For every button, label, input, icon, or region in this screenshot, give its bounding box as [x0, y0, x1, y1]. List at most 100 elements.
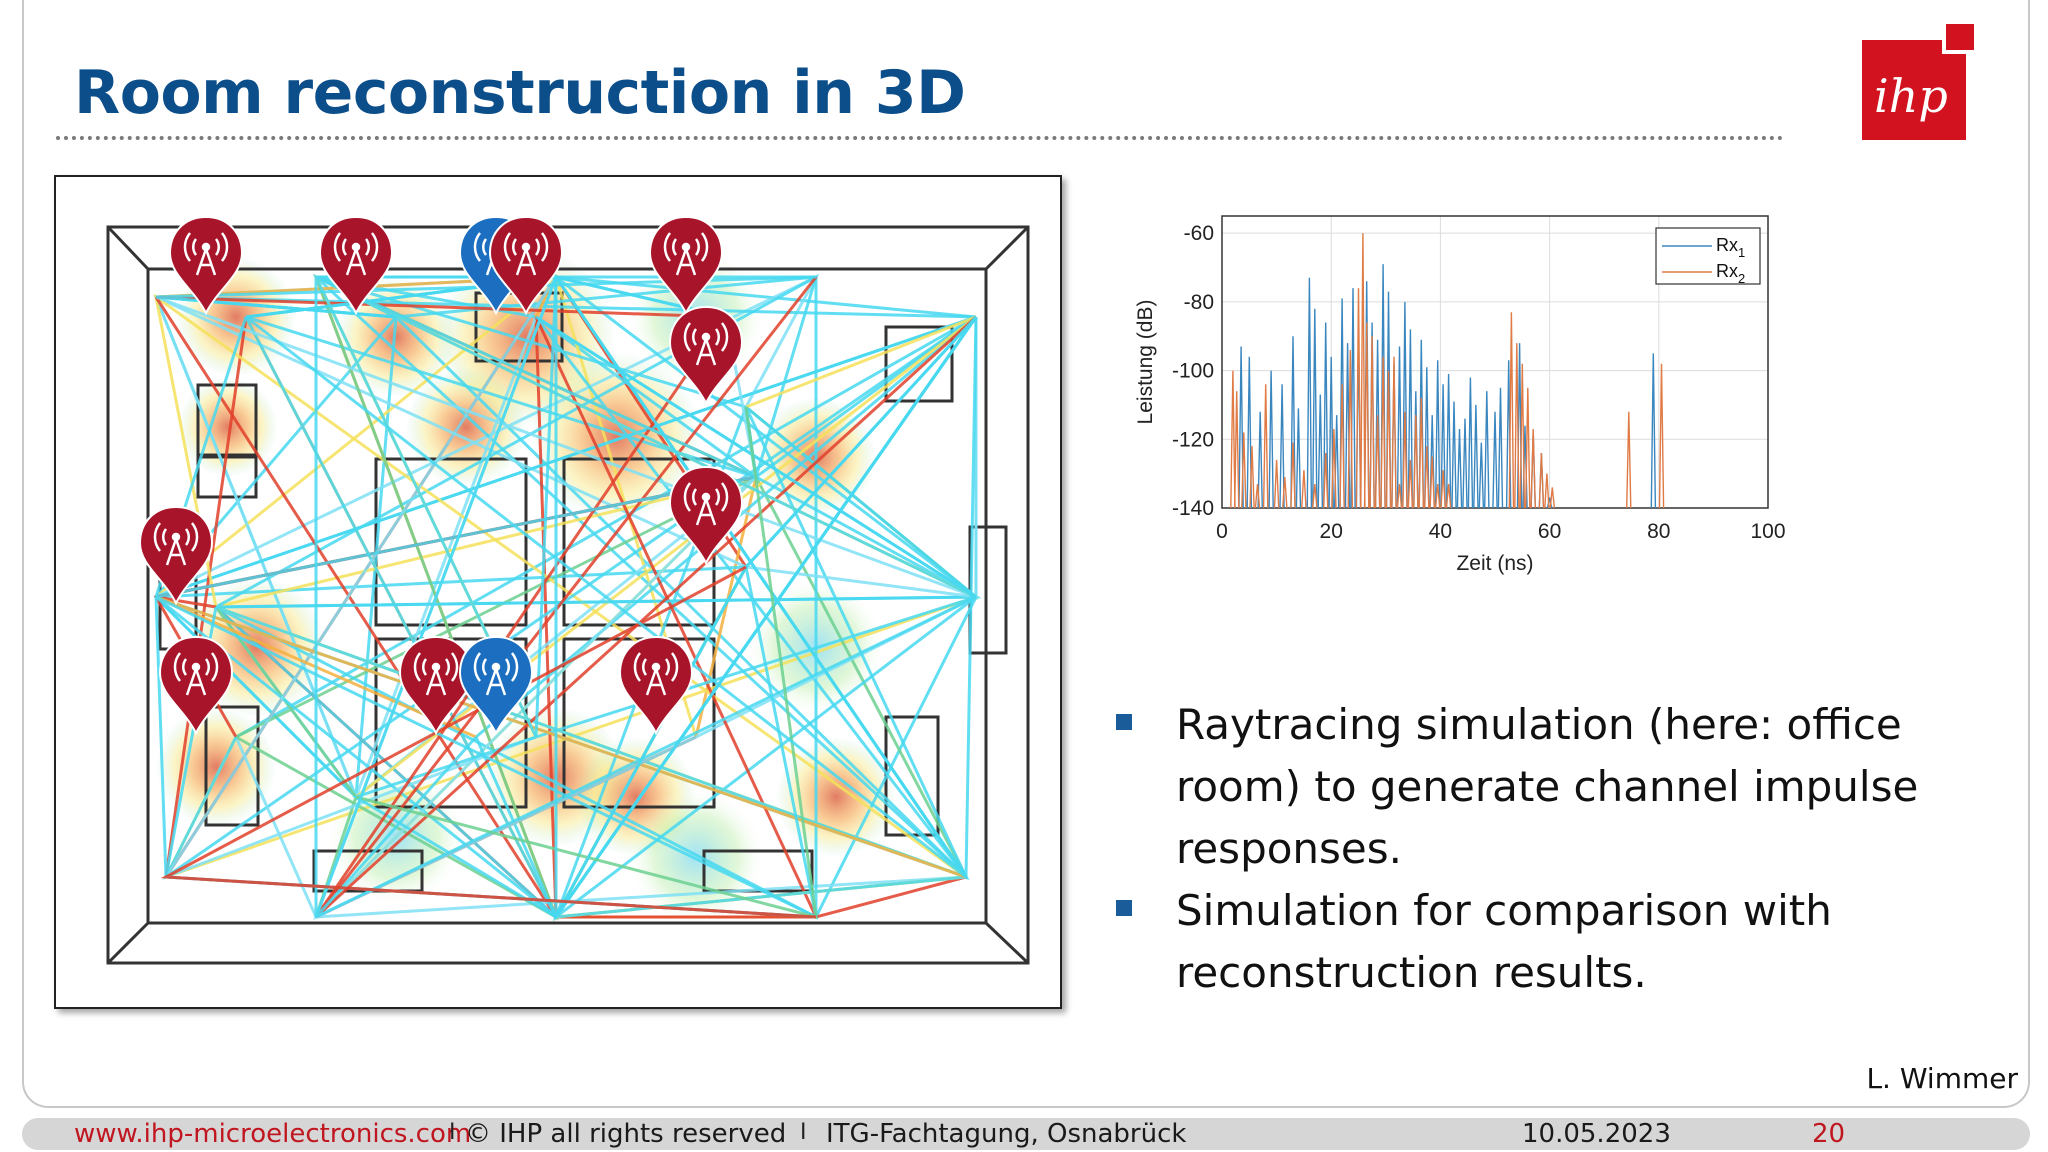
room-edge: [984, 225, 1030, 271]
rx2-peak: [1544, 473, 1550, 509]
footer-date: 10.05.2023: [1522, 1119, 1671, 1149]
antenna-icon: [183, 232, 229, 276]
y-tick-label: -80: [1184, 291, 1214, 314]
bullet-item: Raytracing simulation (here: office room…: [1110, 694, 1980, 880]
antenna-mast: [165, 538, 187, 566]
rx2-peak: [1658, 363, 1665, 509]
antenna-wave: [692, 328, 720, 346]
antenna-icon: [333, 232, 379, 276]
antenna-wave: [692, 488, 720, 506]
antenna-mast: [675, 248, 697, 276]
antenna-mast: [195, 248, 217, 276]
rx1-peak: [1238, 346, 1244, 509]
antenna-wave: [473, 652, 519, 682]
rx2-peak: [1396, 483, 1403, 509]
antenna-mast: [345, 248, 367, 276]
rx1-peak: [1434, 360, 1441, 509]
rx1-peak: [1290, 336, 1296, 509]
footer-website-link[interactable]: www.ihp-microelectronics.com: [74, 1119, 472, 1149]
antenna-marker[interactable]: [618, 635, 694, 736]
antenna-mast: [485, 668, 507, 696]
antenna-wave: [663, 232, 709, 262]
antenna-tip: [171, 532, 181, 542]
x-tick-label: 20: [1320, 520, 1343, 543]
rx2-peak: [1514, 343, 1520, 509]
bullet-list: Raytracing simulation (here: office room…: [1110, 694, 1980, 1004]
antenna-marker[interactable]: [158, 635, 234, 736]
rx1-peak: [1492, 411, 1498, 509]
rx1-peak: [1312, 308, 1318, 509]
antenna-tip: [191, 662, 201, 672]
logo-red-square: [1862, 40, 1966, 140]
rx1-peak: [1268, 370, 1274, 509]
antenna-wave: [672, 238, 700, 256]
rx2-peak: [1355, 288, 1362, 509]
ray-path: [155, 295, 727, 319]
y-tick-label: -140: [1172, 497, 1214, 520]
ray-path: [160, 565, 817, 919]
rx2-peak: [1331, 428, 1337, 509]
room-edge: [984, 921, 1030, 965]
footer-page-number: 20: [1812, 1119, 1846, 1149]
antenna-tip: [431, 662, 441, 672]
rx2-peak: [1323, 452, 1329, 509]
antenna-icon: [683, 322, 729, 366]
antenna-marker[interactable]: [668, 465, 744, 566]
rx1-peak: [1246, 356, 1253, 509]
antenna-icon: [683, 482, 729, 526]
rx2-peak: [1254, 483, 1261, 509]
rx2-peak: [1402, 411, 1408, 509]
rx1-peak: [1445, 373, 1452, 509]
rx1-peak: [1323, 322, 1329, 509]
ray-path: [245, 315, 978, 881]
antenna-marker[interactable]: [458, 635, 534, 736]
antenna-mast: [695, 498, 717, 526]
antenna-tip: [701, 492, 711, 502]
rx2-peak: [1273, 459, 1280, 509]
rx2-peak: [1508, 312, 1515, 509]
antenna-wave: [182, 658, 210, 676]
antenna-icon: [503, 232, 549, 276]
chart-series: [1230, 233, 1665, 509]
rx1-peak: [1396, 346, 1403, 509]
rx2-peak: [1429, 456, 1435, 509]
rx1-peak: [1402, 301, 1408, 509]
rx2-peak: [1525, 387, 1531, 509]
antenna-tip: [681, 242, 691, 252]
rx2-peak: [1385, 370, 1392, 509]
antenna-marker[interactable]: [318, 215, 394, 316]
antenna-wave: [173, 652, 219, 682]
author-name: L. Wimmer: [1866, 1062, 2018, 1095]
rx1-peak: [1407, 329, 1414, 509]
antenna-marker[interactable]: [488, 215, 564, 316]
antenna-tip: [201, 242, 211, 252]
antenna-marker[interactable]: [138, 505, 214, 606]
footer-copyright: © IHP all rights reserved: [465, 1119, 787, 1149]
antenna-icon: [173, 652, 219, 696]
antenna-marker[interactable]: [398, 635, 474, 736]
rx2-peak: [1440, 470, 1446, 509]
antenna-wave: [333, 232, 379, 262]
shelf: [204, 705, 260, 827]
rx2-peak: [1519, 363, 1526, 509]
antenna-marker[interactable]: [168, 215, 244, 316]
antenna-tip: [491, 662, 501, 672]
rx2-peak: [1418, 398, 1425, 509]
ray-path: [535, 315, 977, 599]
rx1-peak: [1257, 411, 1263, 509]
rx1-peak: [1473, 404, 1479, 509]
antenna-marker[interactable]: [668, 305, 744, 406]
footer-event: ITG-Fachtagung, Osnabrück: [826, 1119, 1187, 1149]
x-tick-label: 0: [1216, 520, 1228, 543]
rx2-peak: [1407, 459, 1414, 509]
rx2-peak: [1234, 391, 1240, 509]
rx1-peak: [1650, 353, 1657, 509]
antenna-wave: [183, 232, 229, 262]
rx2-peak: [1380, 356, 1386, 509]
antenna-tip: [651, 662, 661, 672]
antenna-icon: [153, 522, 199, 566]
antenna-wave: [482, 658, 510, 676]
footer-separator: I: [449, 1120, 456, 1145]
rx1-peak: [1295, 408, 1302, 509]
